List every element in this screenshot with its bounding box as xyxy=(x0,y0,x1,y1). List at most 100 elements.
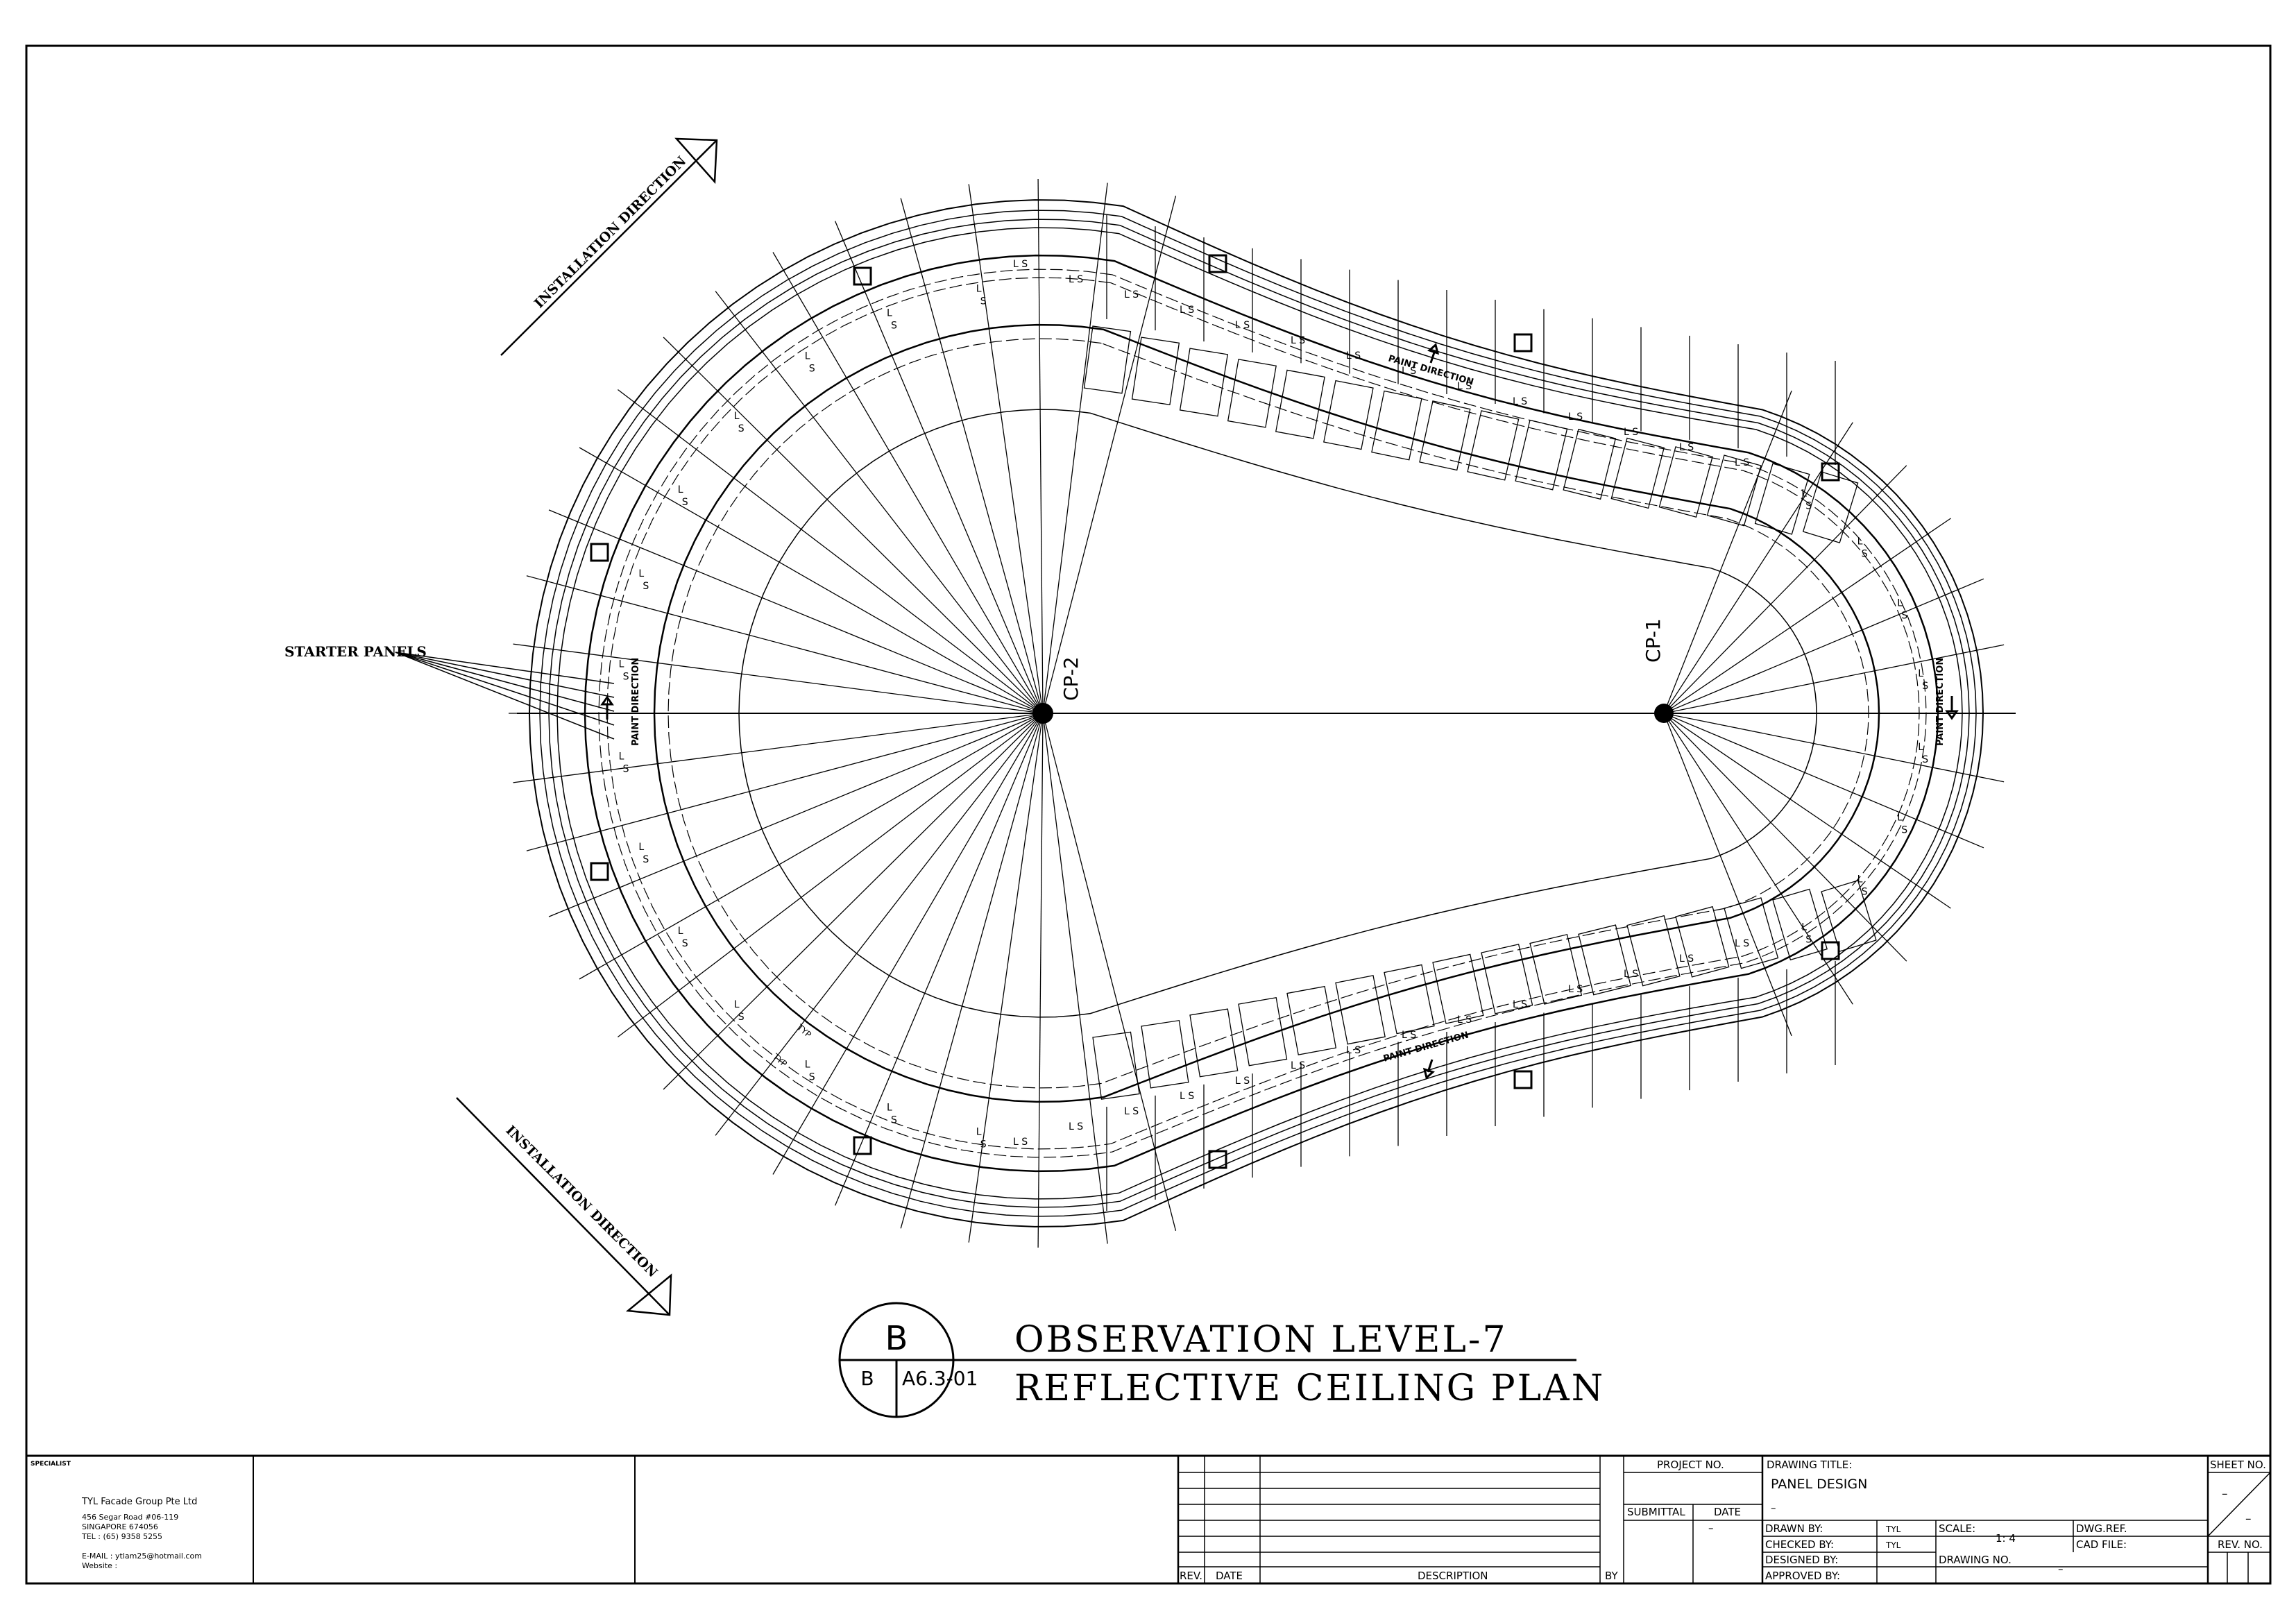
project-submittal-block: PROJECT NO. SUBMITTAL DATE – xyxy=(1624,1456,1764,1583)
radial-line xyxy=(900,198,1044,714)
ceiling-ring xyxy=(738,409,1817,1018)
drawing-info-block: DRAWING TITLE: PANEL DESIGN – DRAWN BY: … xyxy=(1762,1456,2209,1583)
radial-line xyxy=(1042,196,1177,714)
cp1-label: CP-1 xyxy=(1642,618,1665,663)
ls-marker: S xyxy=(643,581,649,592)
ls-marker: L xyxy=(1897,598,1903,609)
drawn-by-value: TYL xyxy=(1885,1524,1901,1534)
starter-panels-callout: STARTER PANELS xyxy=(284,643,615,740)
ceiling-panel xyxy=(1335,975,1386,1045)
installation-direction-label-bottom: INSTALLATION DIRECTION xyxy=(502,1123,660,1280)
radial-line xyxy=(548,509,1044,714)
ceiling-ring xyxy=(667,338,1869,1089)
ceiling-panel xyxy=(1515,419,1568,491)
ceiling-panel xyxy=(1467,410,1520,481)
approved-by-label: APPROVED BY: xyxy=(1765,1570,1840,1582)
drawing-no-value: – xyxy=(2058,1563,2064,1575)
paint-direction-right: PAINT DIRECTION xyxy=(1935,658,1959,746)
company-address-1: 456 Segar Road #06-119 xyxy=(82,1513,178,1522)
ls-marker: L S xyxy=(1235,320,1250,331)
radial-line xyxy=(663,337,1044,714)
installation-direction-arrow-top: INSTALLATION DIRECTION xyxy=(500,137,718,356)
callout-sheet-ref: A6.3-01 xyxy=(902,1367,978,1390)
radial-line xyxy=(1663,422,1853,714)
ceiling-panel xyxy=(1724,897,1779,969)
starter-panels-label: STARTER PANELS xyxy=(284,643,427,660)
ls-marker: L xyxy=(1897,813,1903,824)
ceiling-ring xyxy=(556,227,1963,1200)
ceiling-panel xyxy=(1529,933,1583,1005)
ls-marker: L S xyxy=(1235,1076,1250,1087)
radial-line xyxy=(1663,465,1907,714)
ls-marker: L xyxy=(976,1126,982,1137)
ls-marker: L S xyxy=(1180,1091,1194,1102)
ls-marker: L S xyxy=(1457,1014,1472,1026)
ls-marker: L xyxy=(1801,921,1807,933)
ceiling-ring xyxy=(653,323,1880,1103)
radial-line xyxy=(1663,713,2005,783)
revision-table: REV. DATE DESCRIPTION BY xyxy=(1178,1456,1624,1583)
callout-sub-letter: B xyxy=(860,1367,874,1390)
ls-marker: S xyxy=(623,764,629,775)
ls-marker: L S xyxy=(1513,396,1527,407)
sheet-no-label: SHEET NO. xyxy=(2210,1459,2266,1471)
ceiling-panel xyxy=(1384,964,1435,1035)
title-block: SPECIALIST TYL Facade Group Pte Ltd 456 … xyxy=(26,1454,2271,1583)
ceiling-ring xyxy=(584,254,1939,1173)
radial-line xyxy=(772,252,1044,714)
rev-header: REV. xyxy=(1180,1570,1202,1582)
fixing-box xyxy=(1513,333,1533,352)
fixing-box xyxy=(590,543,609,562)
ceiling-panel xyxy=(1141,1019,1189,1089)
project-no-label: PROJECT NO. xyxy=(1657,1459,1724,1471)
fixing-box xyxy=(1208,254,1227,273)
ceiling-ring xyxy=(528,199,1984,1227)
drawing-title-line-1: OBSERVATION LEVEL-7 xyxy=(1014,1319,1508,1361)
center-point-cp2: CP-2 xyxy=(1032,656,1082,724)
scale-label: SCALE: xyxy=(1939,1522,1975,1535)
ceiling-ring xyxy=(606,277,1920,1150)
checked-by-label: CHECKED BY: xyxy=(1765,1538,1834,1551)
ls-marker: S xyxy=(623,671,629,682)
ls-marker: L xyxy=(638,842,644,853)
ls-marker: S xyxy=(1922,681,1928,692)
ls-marker: L S xyxy=(1291,1060,1305,1071)
radial-line xyxy=(579,447,1044,714)
ls-marker: L S xyxy=(1457,381,1472,392)
submittal-label: SUBMITTAL xyxy=(1627,1506,1685,1518)
ls-marker: L S xyxy=(1679,953,1694,965)
ceiling-panel xyxy=(1821,880,1877,952)
ls-marker: S xyxy=(809,1071,815,1082)
radial-line xyxy=(968,713,1044,1243)
ceiling-panel xyxy=(1092,1031,1140,1100)
ls-marker: L xyxy=(619,658,624,670)
drawing-no-label: DRAWING NO. xyxy=(1939,1554,2012,1566)
radial-line xyxy=(835,221,1044,714)
company-address-2: SINGAPORE 674056 xyxy=(82,1522,158,1531)
ls-marker: S xyxy=(1862,886,1868,897)
drawing-title-value: PANEL DESIGN xyxy=(1771,1477,1867,1492)
specialist-label: SPECIALIST xyxy=(31,1461,71,1468)
paint-direction-bottom: PAINT DIRECTION xyxy=(1382,1030,1470,1080)
ceiling-panel xyxy=(1131,337,1180,406)
ls-marker: S xyxy=(809,364,815,375)
ceiling-panel xyxy=(1238,997,1288,1067)
ls-marker: L xyxy=(734,411,740,422)
ls-marker: L S xyxy=(1346,1045,1361,1056)
ceiling-panel xyxy=(1179,348,1229,417)
radial-line xyxy=(900,713,1044,1229)
ceiling-panel xyxy=(1432,953,1484,1024)
radial-line xyxy=(618,389,1044,714)
company-name: TYL Facade Group Pte Ltd xyxy=(81,1497,197,1507)
ls-marker: L S xyxy=(1402,1030,1416,1041)
drawing-callout: B B A6.3-01 OBSERVATION LEVEL-7 REFLECTI… xyxy=(838,1302,1603,1418)
ls-marker: S xyxy=(738,1012,745,1023)
ls-marker: L xyxy=(887,1102,892,1113)
callout-letter: B xyxy=(885,1319,908,1358)
company-tel: TEL : (65) 9358 5255 xyxy=(81,1532,162,1541)
radial-line xyxy=(513,713,1044,783)
ls-marker: S xyxy=(682,497,688,508)
checked-by-value: TYL xyxy=(1885,1540,1901,1550)
ls-marker: L xyxy=(734,999,740,1010)
